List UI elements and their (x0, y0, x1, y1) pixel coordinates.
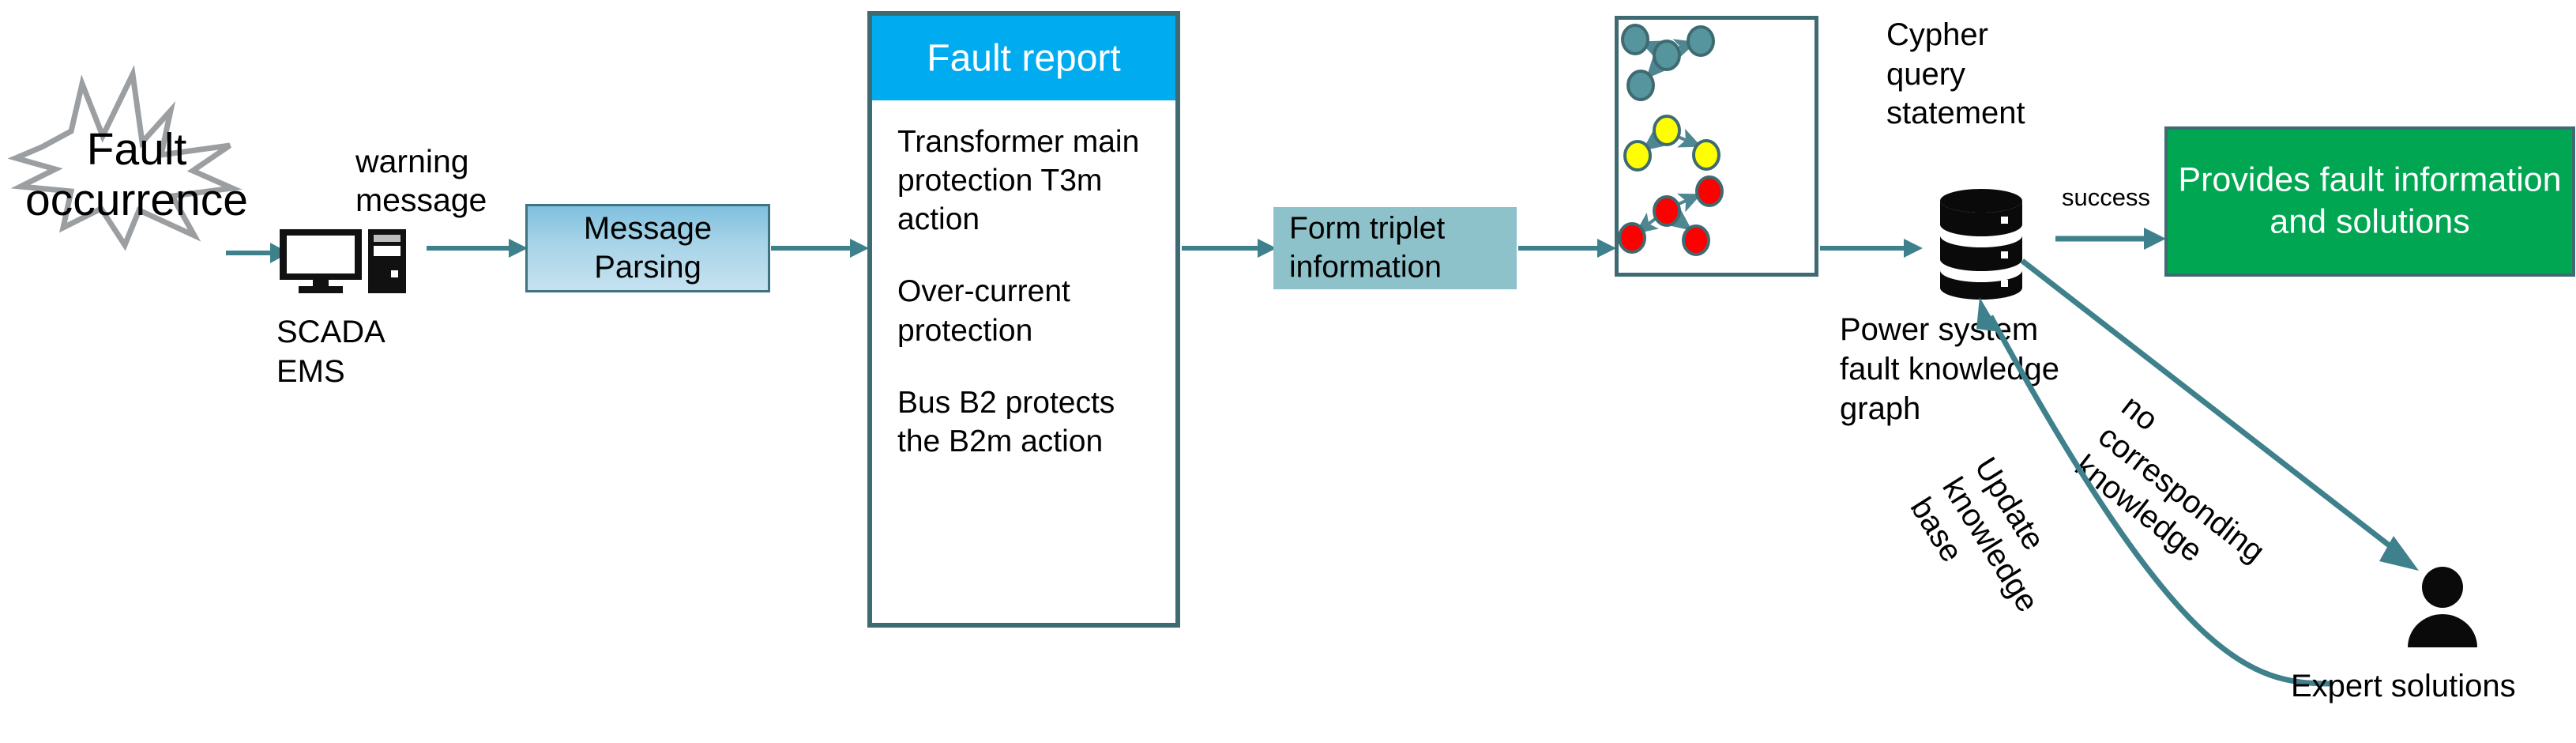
fault-report-panel[interactable]: Fault report Transformer main protection… (867, 11, 1180, 628)
provides-solutions-label: Provides fault information and solutions (2178, 160, 2562, 241)
scada-computer-group (278, 228, 408, 294)
arrow-parsing-to-report (771, 239, 869, 258)
expert-group (2403, 565, 2482, 648)
arrow-scada-to-parsing (427, 239, 528, 258)
form-triplet-label: Form triplet information (1289, 211, 1446, 284)
arrow-expert-to-db (1976, 297, 2331, 687)
database-group (1934, 187, 2029, 300)
fault-occurrence-label: Fault occurrence (25, 124, 248, 225)
message-parsing-box[interactable]: Message Parsing (525, 204, 770, 292)
arrow-report-to-triplet (1182, 239, 1277, 258)
message-parsing-label: Message Parsing (583, 211, 713, 285)
provides-solutions-box[interactable]: Provides fault information and solutions (2164, 126, 2575, 277)
person-user-icon (2408, 567, 2477, 647)
fault-report-item: Transformer main protection T3m action (897, 125, 1140, 237)
teal-cluster (1621, 24, 1715, 101)
arrow-db-to-expert (2020, 258, 2419, 571)
warning-message-label: warning message (355, 143, 487, 219)
scada-ems-label: SCADA EMS (276, 315, 385, 389)
yellow-cluster (1623, 115, 1720, 172)
red-cluster (1618, 175, 1724, 256)
expert-solutions-label: Expert solutions (2291, 669, 2516, 703)
fault-report-header: Fault report (872, 16, 1175, 100)
arrow-db-to-solutions (2055, 228, 2166, 250)
form-triplet-box[interactable]: Form triplet information (1273, 207, 1517, 289)
success-edge-label: success (2062, 183, 2150, 211)
fault-report-item: Bus B2 protects the B2m action (897, 385, 1115, 458)
fault-report-body: Transformer main protection T3m action O… (897, 123, 1164, 494)
fault-occurrence-group (6, 65, 267, 251)
fault-report-item: Over-current protection (897, 274, 1070, 348)
desktop-computer-icon (280, 229, 406, 293)
fault-report-title: Fault report (927, 37, 1121, 79)
explosion-starburst-icon (7, 65, 243, 251)
database-cylinder-icon (1940, 189, 2022, 300)
knowledge-graph-clusters (1618, 24, 1724, 256)
arrow-kg-to-database (1820, 239, 1923, 258)
arrow-triplet-to-kg (1518, 239, 1616, 258)
cypher-query-label: Cypher query statement (1886, 17, 2025, 131)
